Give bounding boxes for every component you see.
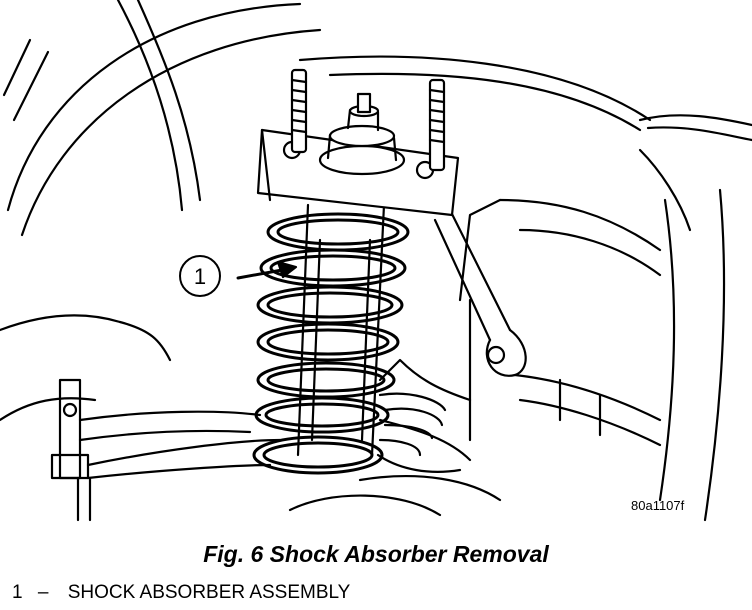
- wheel-well-outline: [0, 0, 726, 522]
- legend-label: SHOCK ABSORBER ASSEMBLY: [67, 582, 351, 603]
- mounting-studs: [290, 68, 446, 172]
- legend-item: 1 – SHOCK ABSORBER ASSEMBLY: [12, 582, 350, 604]
- hand: [376, 358, 472, 473]
- callout-circle: [179, 255, 221, 297]
- figure-caption: Fig. 6 Shock Absorber Removal: [203, 541, 549, 567]
- shock-absorber-illustration: 1: [0, 0, 752, 522]
- callout-number: 1: [194, 264, 206, 289]
- shock-absorber-body: [296, 203, 386, 457]
- inner-panel: [433, 114, 752, 447]
- callout-arrowhead: [276, 260, 298, 279]
- figure-code: 80a1107f: [631, 498, 685, 513]
- callout-arrow: [236, 268, 284, 280]
- callout: 1: [179, 255, 298, 297]
- top-mount-nut: [318, 92, 406, 176]
- legend-number: 1: [12, 582, 23, 603]
- legend-separator: –: [37, 582, 49, 603]
- coil-spring: [252, 212, 410, 475]
